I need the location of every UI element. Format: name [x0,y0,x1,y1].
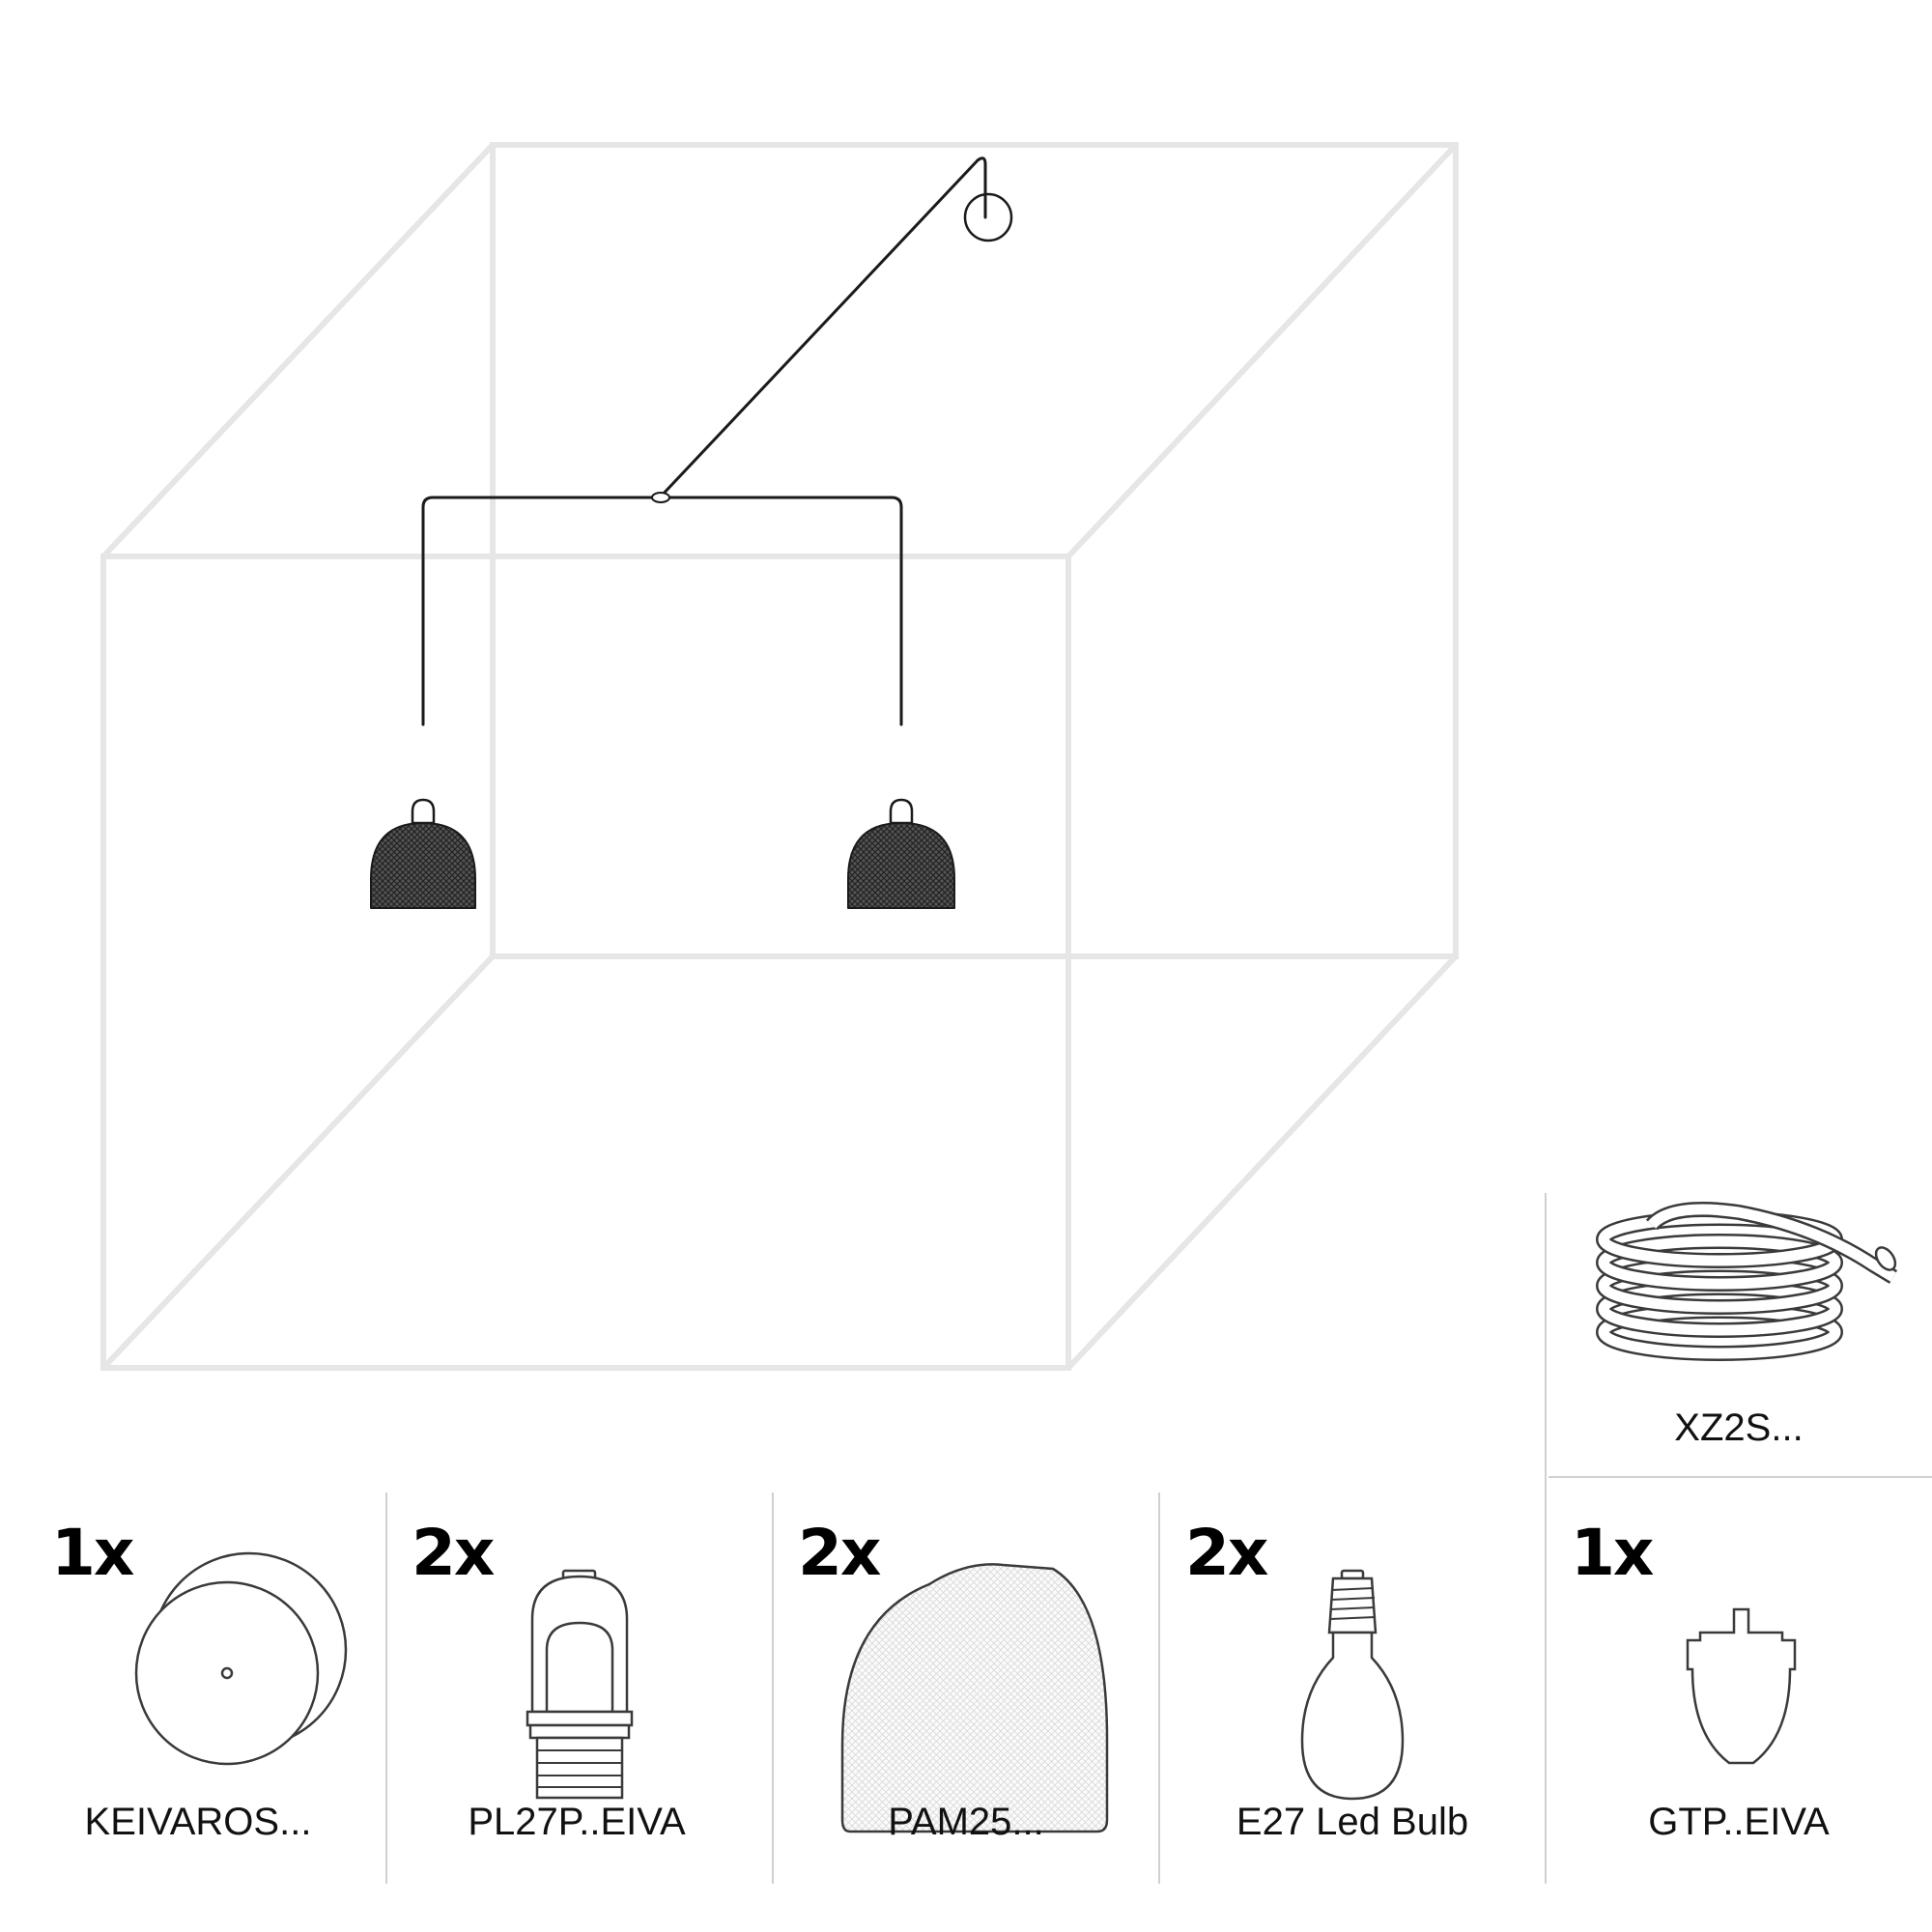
quantity-label: 2x [1185,1516,1268,1590]
room-edge-bottom-left [100,953,496,1371]
ceiling-rose-icon [134,1551,348,1766]
cable-joint-icon [651,492,670,503]
panel-dividers [385,1193,1932,1884]
room-edge-top-left [100,142,496,559]
component-code: PL27P..EIVA [468,1801,686,1843]
cable-code: XZ2S... [1674,1406,1804,1449]
component-code: GTP..EIVA [1648,1801,1830,1843]
lamp-holder-icon [526,1569,634,1800]
component-code: PAM25... [888,1801,1044,1843]
lamp-holder-icon [889,798,914,825]
mesh-shade-icon [370,822,476,909]
mesh-shade-icon [847,822,955,909]
main-cable [658,156,987,499]
ceiling-rose-icon [963,192,1013,242]
pendant-installation [370,156,1013,909]
quantity-label: 2x [798,1516,881,1590]
right-pendant [847,798,955,909]
left-pendant [370,798,476,909]
component-code: E27 Led Bulb [1236,1801,1469,1843]
room-back-wall [490,142,1459,959]
mesh-shade-icon [840,1563,1109,1833]
room-front-wall [100,554,1071,1371]
quantity-label: 2x [412,1516,495,1590]
room-outline [100,142,1459,1371]
lamp-holder-icon [411,798,436,825]
light-bulb-icon [1300,1569,1405,1801]
quantity-label: 1x [1571,1516,1654,1590]
room-edge-top-right [1065,142,1459,559]
cable-joint-icon [1686,1607,1797,1765]
quantity-label: 1x [51,1516,134,1590]
room-edge-bottom-right [1065,953,1459,1371]
cable-coil-icon [1596,1201,1898,1361]
component-code: KEIVAROS... [84,1801,312,1843]
